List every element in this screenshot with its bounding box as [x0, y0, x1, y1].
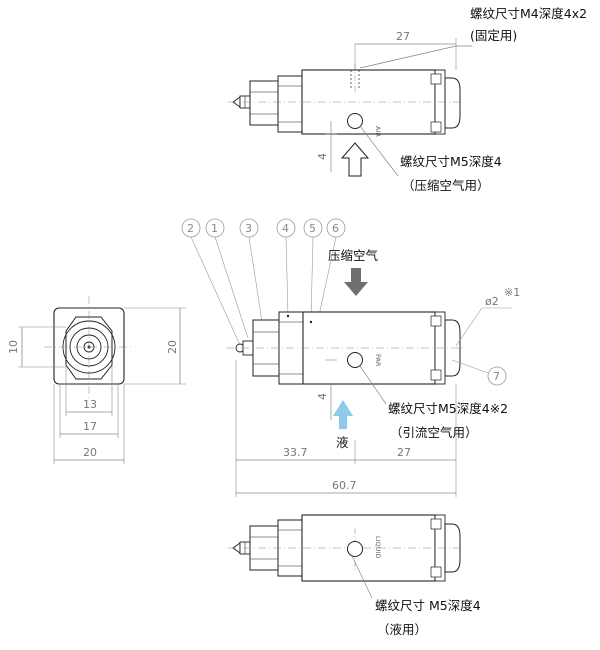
end-dim-13-label: 13	[83, 398, 97, 411]
end-dim-17-label: 17	[83, 420, 97, 433]
callout-4: 4	[276, 218, 296, 317]
top-body-screw-bottom	[430, 121, 442, 133]
top-view: 螺纹尺寸M4深度4x2 (固定用) 27 AIR	[228, 6, 587, 193]
bottom-body-screw-top	[430, 518, 442, 530]
svg-text:6: 6	[332, 222, 339, 235]
main-dim-4-label: 4	[316, 393, 329, 400]
main-par-port-tag: PAR	[374, 354, 382, 367]
bottom-end-cap	[444, 523, 461, 573]
main-dim-33-label: 33.7	[283, 446, 308, 459]
end-dim-10-label: 10	[7, 340, 20, 354]
top-mount-note-leader	[359, 45, 472, 69]
compressed-air-label: 压缩空气	[328, 248, 379, 263]
callout-3: 3	[239, 218, 263, 323]
callout-6: 6	[317, 218, 346, 321]
top-cap	[277, 75, 303, 133]
top-dim-27-label: 27	[396, 30, 410, 43]
svg-text:4: 4	[282, 222, 289, 235]
main-dim-27-label: 27	[397, 446, 411, 459]
top-air-port-tag: AIR	[374, 126, 382, 137]
main-par-port	[347, 352, 363, 368]
main-port-note-line1: 螺纹尺寸M5深度4※2	[388, 401, 508, 416]
top-dim-4-label: 4	[316, 153, 329, 160]
end-view: 10 20 13 17 20	[7, 296, 186, 464]
svg-text:2: 2	[187, 222, 194, 235]
end-dim-20v-label: 20	[166, 340, 179, 354]
main-body-dot	[309, 320, 313, 324]
svg-text:3: 3	[245, 222, 252, 235]
callout-2: 2	[181, 218, 241, 346]
orifice-diameter-label: ø2	[485, 295, 499, 308]
main-port-note-line2: （引流空气用）	[390, 425, 478, 440]
liquid-label: 液	[336, 435, 349, 450]
top-mount-note-line1: 螺纹尺寸M4深度4x2	[470, 6, 587, 21]
top-port-note-line1: 螺纹尺寸M5深度4	[400, 154, 502, 169]
callout-5: 5	[303, 218, 323, 321]
bottom-liquid-port	[347, 541, 363, 557]
top-port-note-leader	[359, 125, 399, 177]
callout-7: 7	[451, 359, 507, 386]
bottom-body-screw-bottom	[430, 566, 442, 578]
bottom-view: LIQUID 螺纹尺寸 M5深度4 （液用）	[228, 514, 481, 637]
top-air-arrow-icon	[340, 142, 370, 177]
top-end-cap	[444, 77, 461, 129]
liquid-arrow-icon	[333, 400, 353, 429]
bottom-port-note-line2: （液用）	[377, 622, 427, 637]
orifice-leader	[455, 307, 512, 347]
top-air-port	[347, 113, 363, 129]
main-body-screw-bottom	[430, 369, 442, 381]
svg-text:7: 7	[493, 370, 500, 383]
bottom-port-note-leader	[351, 555, 373, 599]
svg-text:1: 1	[211, 222, 218, 235]
bottom-port-note-line1: 螺纹尺寸 M5深度4	[375, 598, 481, 613]
bottom-liquid-port-tag: LIQUID	[374, 536, 382, 558]
top-body-screw-top	[430, 73, 442, 85]
top-port-note-line2: （压缩空气用）	[402, 178, 490, 193]
main-dim-total-label: 60.7	[332, 479, 357, 492]
main-cap-dot	[286, 314, 290, 318]
main-port-note-leader	[359, 365, 387, 405]
callout-1: 1	[205, 218, 249, 339]
main-view: 2 1 3 4 5 6 压缩空气	[181, 218, 520, 497]
top-hex-nut	[249, 80, 279, 126]
end-dim-20h-label: 20	[83, 446, 97, 459]
svg-text:5: 5	[309, 222, 316, 235]
main-body-screw-top	[430, 315, 442, 327]
compressed-air-arrow-icon	[344, 268, 368, 296]
orifice-note-mark: ※1	[504, 286, 520, 299]
top-mount-note-line2: (固定用)	[470, 28, 517, 43]
